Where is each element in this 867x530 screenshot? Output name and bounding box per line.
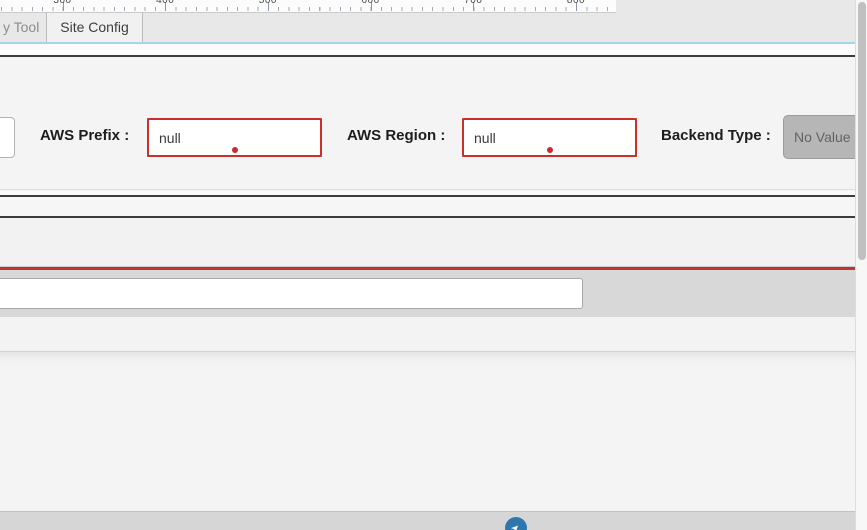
wide-text-input[interactable] — [0, 278, 583, 309]
ruler-label: 300 — [53, 0, 72, 6]
horizontal-ruler: 300 400 500 600 700 800 — [0, 0, 616, 13]
aws-region-label: AWS Region : — [347, 127, 446, 144]
validation-error-dot — [231, 147, 238, 153]
backend-type-label: Backend Type : — [661, 127, 771, 144]
ruler-major-tick — [576, 2, 577, 11]
vertical-scrollbar[interactable] — [855, 0, 867, 530]
content-panel — [0, 351, 855, 510]
tab-query-tool[interactable]: y Tool — [0, 13, 47, 42]
red-divider — [0, 267, 855, 270]
tab-accent-line — [0, 42, 855, 44]
tab-site-config[interactable]: Site Config — [47, 13, 143, 42]
ruler-major-tick — [370, 2, 372, 11]
arrow-up-icon: ➤ — [508, 521, 523, 530]
ruler-major-tick — [62, 2, 64, 11]
input-toolbar-band — [0, 270, 855, 317]
collapsed-section-band — [0, 197, 855, 216]
validation-error-dot — [546, 147, 553, 153]
ruler-label: 500 — [258, 0, 277, 6]
ruler-label: 600 — [361, 0, 380, 6]
header-strip: 300 400 500 600 700 800 y Tool Site Config — [0, 0, 855, 44]
backend-type-select[interactable]: No Value — [783, 115, 859, 159]
pre-red-divider — [0, 266, 855, 267]
empty-section-band — [0, 218, 855, 266]
aws-config-row: AWS Prefix : AWS Region : Backend Type :… — [0, 57, 859, 190]
header-gap-band — [0, 44, 855, 55]
ruler-major-tick — [473, 2, 475, 11]
ruler-label: 400 — [156, 0, 175, 6]
pale-band — [0, 191, 855, 195]
scroll-submit-button[interactable]: ➤ — [505, 517, 527, 530]
aws-prefix-field — [147, 118, 322, 157]
spacer-band — [0, 317, 855, 351]
ruler-minor-ticks — [0, 7, 616, 11]
ruler-major-tick — [165, 2, 167, 11]
ruler-label: 700 — [464, 0, 483, 6]
ruler-major-tick — [267, 2, 269, 11]
aws-prefix-label: AWS Prefix : — [40, 127, 130, 144]
section-divider-mid-2 — [0, 216, 855, 218]
footer-band: ➤ — [0, 511, 867, 530]
clipped-left-input[interactable] — [0, 117, 15, 158]
ruler-label: 800 — [566, 0, 586, 6]
section-divider-mid-1 — [0, 195, 855, 197]
section-divider-top — [0, 55, 855, 57]
aws-region-field — [462, 118, 637, 157]
scrollbar-thumb[interactable] — [858, 2, 866, 260]
tab-bar: y Tool Site Config — [0, 13, 855, 42]
